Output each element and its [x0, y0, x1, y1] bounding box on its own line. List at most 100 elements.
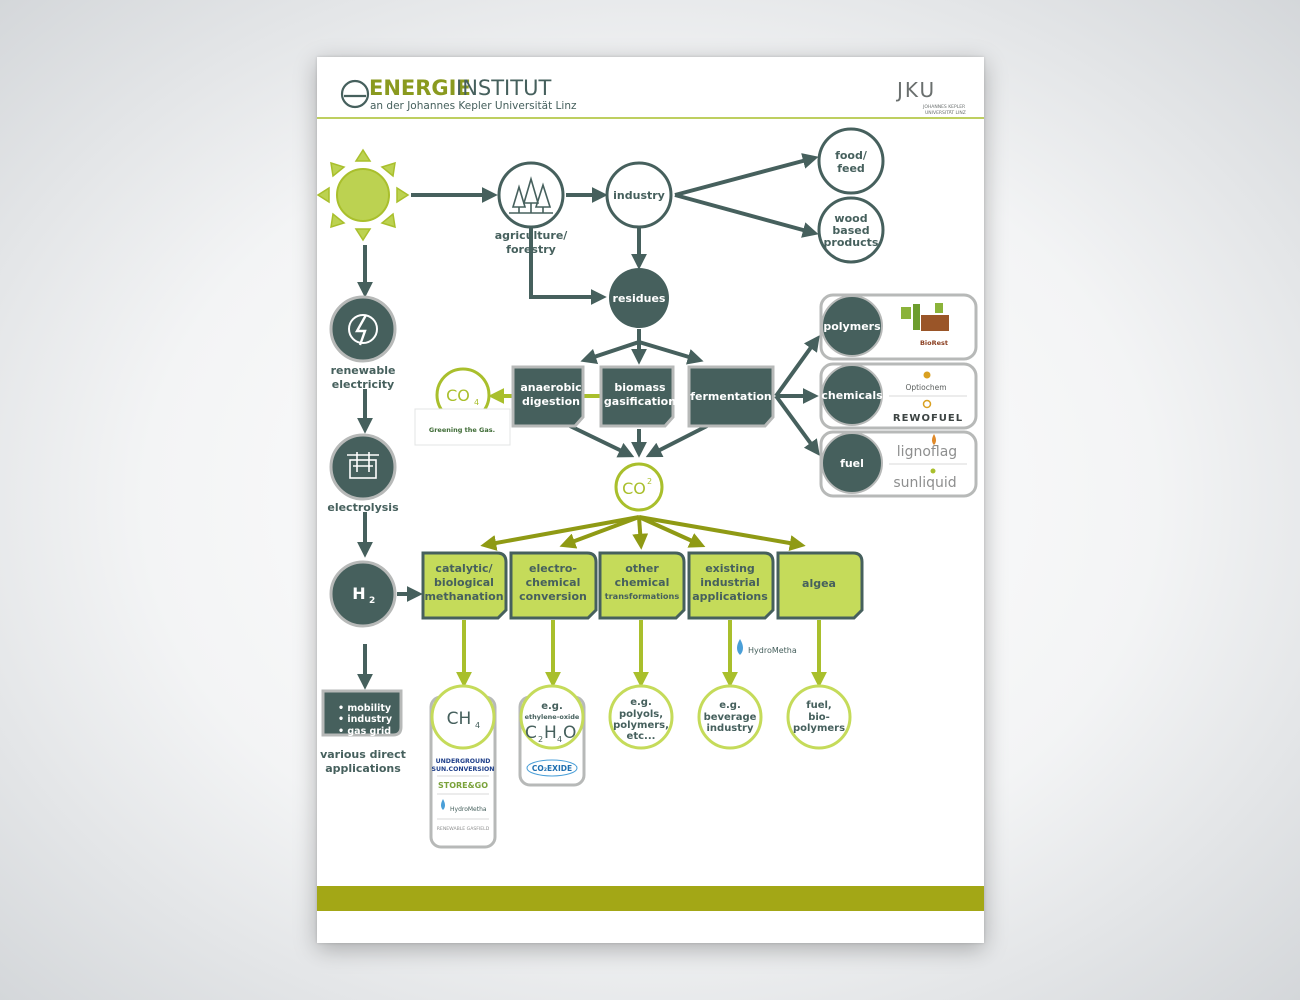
beverage-label-2: beverage: [704, 712, 757, 723]
chemicals-panel: chemicals Optiochem REWOFUEL: [819, 362, 978, 430]
catalytic-label-2: biological: [434, 576, 494, 589]
electrolysis-node: electrolysis: [327, 433, 399, 514]
polyols-label-3: polymers,: [613, 720, 669, 731]
rewofuel-text: REWOFUEL: [893, 413, 963, 424]
direct-applications-box: • mobility • industry • gas grid various…: [320, 689, 406, 775]
catalytic-label-3: methanation: [424, 590, 503, 603]
other-label-3: transformations: [605, 591, 680, 601]
footer-bar: [317, 886, 984, 911]
sun-icon: [317, 148, 410, 242]
energieinstitut-logo: ENERGIE INSTITUT an der Johannes Kepler …: [340, 76, 577, 112]
c2h4o-c: C: [525, 723, 537, 743]
existing-label-1: existing: [705, 562, 755, 575]
h2-subscript: 2: [369, 596, 375, 606]
ethylene-label-2: ethylene-oxide: [525, 713, 580, 721]
fuelbio-label-2: bio-: [808, 712, 830, 723]
electrochemical-conversion-box: electro- chemical conversion: [509, 551, 598, 620]
lignoflag-logo: lignoflag: [897, 434, 957, 460]
co2-node: CO 2: [614, 462, 664, 512]
co4-label: CO: [446, 386, 470, 405]
poster: ENERGIE INSTITUT an der Johannes Kepler …: [317, 57, 984, 943]
trees-icon: [509, 176, 553, 214]
lightning-icon: [348, 314, 378, 346]
beverage-industry-product: e.g. beverage industry: [697, 684, 763, 750]
residues-node: residues: [609, 268, 669, 328]
food-feed-node: food/ feed: [817, 127, 885, 195]
ch4-product: CH 4 UNDERGROUND SUN.CONVERSION STORE&GO…: [429, 684, 497, 849]
olive-arrows: [480, 515, 806, 551]
drop-icon: [737, 639, 743, 655]
electrolyser-icon: [347, 452, 379, 479]
hydrometha-text: HydroMetha: [748, 646, 797, 655]
food-label-2: feed: [837, 162, 865, 175]
co4-subscript: 4: [474, 398, 479, 407]
logo-brand-light: INSTITUT: [456, 76, 551, 100]
logo-subtitle: an der Johannes Kepler Universität Linz: [370, 100, 577, 112]
industry-node: industry: [605, 161, 673, 229]
biomass-label-2: gasification: [604, 395, 676, 408]
various-label-2: applications: [325, 762, 401, 775]
existing-label-2: industrial: [700, 576, 760, 589]
underground-text-2: SUN.CONVERSION: [432, 766, 495, 773]
ch4-label: CH: [447, 709, 472, 729]
wood-label-2: based: [832, 224, 869, 237]
direct-item-gas-grid: • gas grid: [338, 726, 391, 737]
residues-label: residues: [613, 292, 666, 305]
polyols-label-2: polyols,: [619, 709, 663, 720]
c2h4o-o: O: [563, 723, 576, 743]
other-chemical-transformations-box: other chemical transformations: [598, 551, 686, 620]
h2-label: H: [352, 584, 365, 603]
ethylene-label-1: e.g.: [541, 701, 563, 712]
algea-box: algea: [776, 551, 864, 620]
sunliquid-text: sunliquid: [893, 475, 956, 491]
other-label-1: other: [625, 562, 659, 575]
c2h4o-h: H: [544, 723, 557, 743]
biorest-logo: BioRest: [901, 303, 949, 347]
fermentation-label: fermentation: [690, 390, 772, 403]
renewable-label-2: electricity: [332, 378, 394, 391]
polyols-product: e.g. polyols, polymers, etc...: [608, 684, 674, 750]
catalytic-label-1: catalytic/: [435, 562, 493, 575]
food-label-1: food/: [835, 149, 868, 162]
direct-item-mobility: • mobility: [338, 703, 392, 714]
fuel-label: fuel: [840, 457, 864, 470]
wood-label-1: wood: [834, 212, 867, 225]
chemicals-label: chemicals: [821, 389, 883, 402]
fuelbio-label-1: fuel,: [806, 700, 831, 711]
anaerobic-label-1: anaerobic: [520, 381, 581, 394]
storeandgo-text: STORE&GO: [438, 781, 488, 790]
jku-subtitle-2: UNIVERSITÄT LINZ: [925, 109, 966, 116]
hydrometha-small-text: HydroMetha: [450, 806, 487, 813]
renewable-label-1: renewable: [331, 364, 396, 377]
various-label-1: various direct: [320, 748, 406, 761]
rewofuel-logo: REWOFUEL: [893, 399, 963, 424]
ch4-subscript: 4: [475, 721, 480, 730]
agriculture-label-2: forestry: [506, 243, 556, 256]
jku-logo: JKU JOHANNES KEPLER UNIVERSITÄT LINZ: [895, 78, 966, 116]
optiochem-logo: Optiochem: [905, 371, 947, 392]
c2h4o-sub-4: 4: [557, 735, 562, 744]
direct-item-industry: • industry: [338, 714, 393, 725]
anaerobic-label-2: digestion: [522, 395, 580, 408]
existing-industrial-applications-box: existing industrial applications: [687, 551, 775, 620]
co2-label: CO: [622, 479, 646, 498]
biomass-label-1: biomass: [614, 381, 666, 394]
c2h4o-formula: C 2 H 4 O: [525, 723, 576, 744]
beverage-label-3: industry: [706, 723, 753, 734]
jku-wordmark: JKU: [895, 78, 936, 102]
electrolysis-label: electrolysis: [327, 501, 399, 514]
wood-products-node: wood based products: [817, 196, 885, 264]
h2-node: H 2: [329, 560, 397, 628]
sunliquid-logo: sunliquid: [893, 468, 957, 491]
electro-label-2: chemical: [526, 576, 581, 589]
beverage-label-1: e.g.: [719, 700, 741, 711]
renewable-gasfield-text: RENEWABLE GASFIELD: [437, 826, 490, 832]
co2-superscript: 2: [647, 477, 652, 486]
polymers-label: polymers: [823, 320, 881, 333]
polyols-label-1: e.g.: [630, 697, 652, 708]
co4-logo: CO 4 Greening the Gas.: [414, 367, 511, 446]
ethylene-oxide-product: e.g. ethylene-oxide C 2 H 4 O CO₂EXIDE: [518, 684, 586, 787]
c2h4o-sub-2: 2: [538, 735, 543, 744]
optiochem-text: Optiochem: [905, 383, 946, 392]
fuelbio-label-3: polymers: [793, 723, 845, 734]
